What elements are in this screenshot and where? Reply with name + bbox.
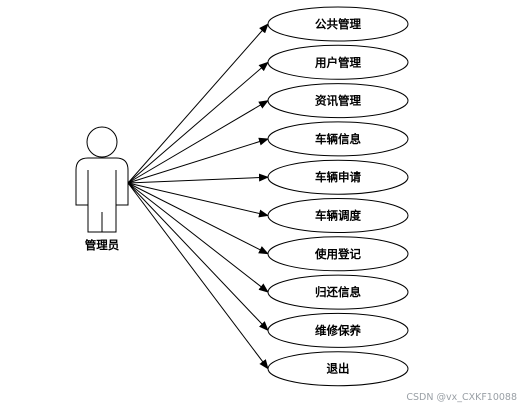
use-case-ellipse <box>267 274 409 310</box>
use-case: 维修保养 <box>267 312 409 348</box>
association-arrows <box>127 23 269 370</box>
use-case-ellipse <box>267 6 409 42</box>
association-arrow <box>127 100 269 184</box>
use-case-label: 归还信息 <box>315 285 361 299</box>
association-arrow <box>127 61 269 184</box>
actor-head <box>86 126 118 158</box>
use-case-label: 车辆调度 <box>315 209 361 223</box>
use-case: 车辆信息 <box>267 121 409 157</box>
use-case: 用户管理 <box>267 44 409 80</box>
use-case-label: 退出 <box>327 362 350 376</box>
use-case: 资讯管理 <box>267 83 409 119</box>
use-case-label: 车辆申请 <box>315 170 361 184</box>
use-case-label: 用户管理 <box>314 55 361 69</box>
association-arrow <box>127 182 269 332</box>
use-case-ellipse <box>267 312 409 348</box>
actor-figure <box>75 126 129 233</box>
association-arrow <box>127 137 269 184</box>
association-arrow <box>127 182 269 293</box>
use-case-label: 资讯管理 <box>315 94 361 108</box>
use-case: 归还信息 <box>267 274 409 310</box>
use-case: 使用登记 <box>267 236 409 272</box>
use-case-ellipse <box>267 198 409 233</box>
use-case-label: 车辆信息 <box>315 132 361 146</box>
use-case-label: 公共管理 <box>315 17 361 31</box>
association-arrow <box>127 182 269 370</box>
use-case: 退出 <box>267 351 409 387</box>
watermark-text: CSDN @vx_CXKF10088 <box>406 392 517 403</box>
actor-body <box>75 157 129 233</box>
association-arrow <box>127 173 269 184</box>
use-case-label: 维修保养 <box>315 323 361 337</box>
use-case-ellipse <box>267 121 409 157</box>
use-case-ellipse <box>267 83 409 119</box>
use-case: 车辆调度 <box>267 198 409 233</box>
actor-label: 管理员 <box>85 238 120 252</box>
association-arrow <box>127 182 269 255</box>
association-arrow <box>127 182 269 218</box>
use-case: 公共管理 <box>267 6 409 42</box>
use-case-ellipse <box>267 236 409 272</box>
association-arrow <box>127 23 269 184</box>
use-case-ellipse <box>267 351 409 387</box>
use-case-ellipse <box>267 159 409 195</box>
use-case: 车辆申请 <box>267 159 409 195</box>
use-case-label: 使用登记 <box>314 247 361 261</box>
use-case-ellipse <box>267 44 409 80</box>
